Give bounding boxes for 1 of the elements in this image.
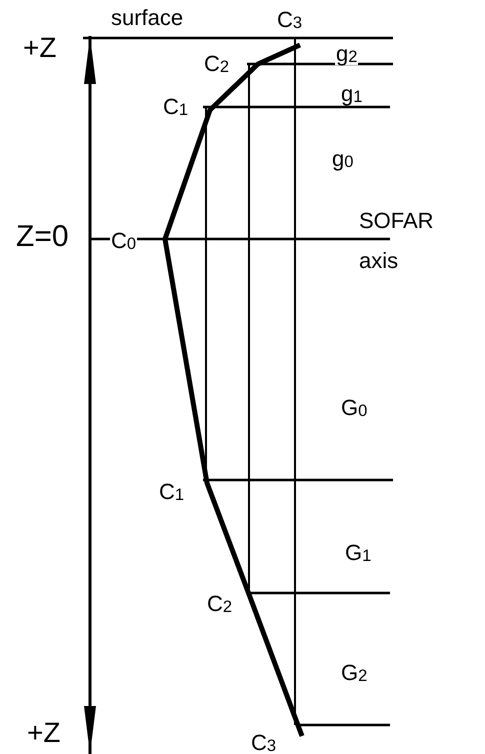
axis-label: SOFAR axis — [358, 207, 435, 275]
